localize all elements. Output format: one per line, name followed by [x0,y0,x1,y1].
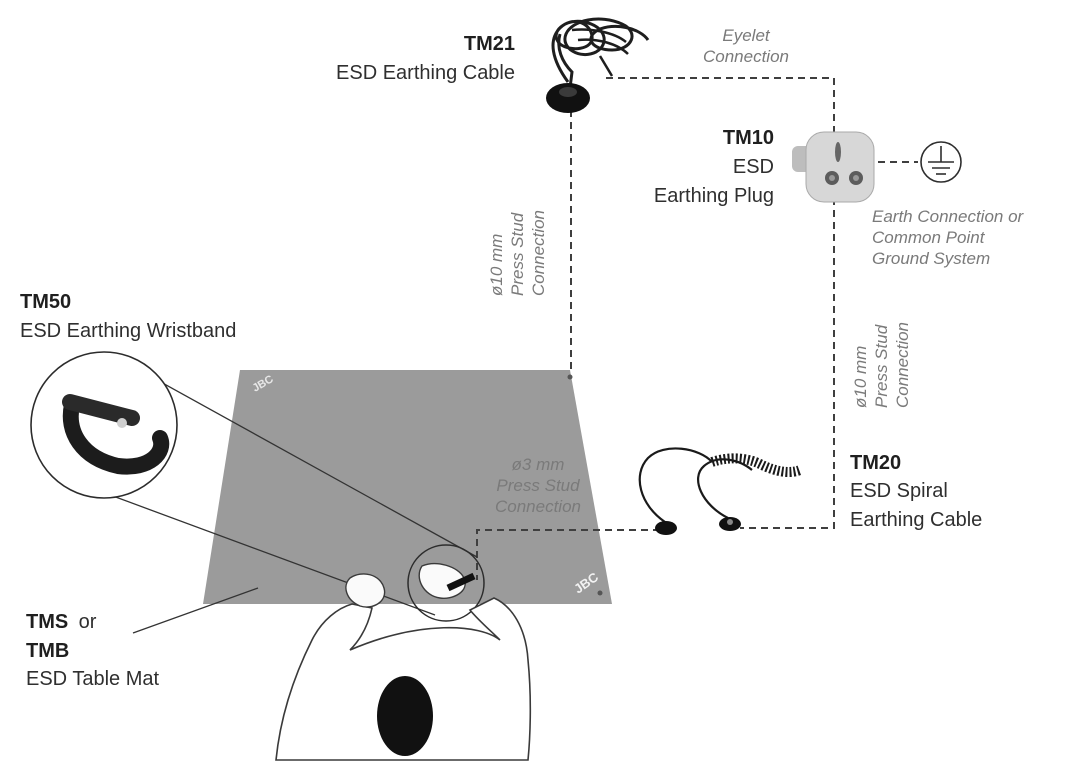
earth-connection-note: Earth Connection or Common Point Ground … [872,206,1023,269]
earth-note-line2: Common Point [872,228,985,247]
mat-or: or [78,611,97,633]
stud10-left-line1: ø10 mm [487,233,506,296]
table-mat [203,370,612,604]
tm10-code: TM10 [722,127,774,149]
wrist-magnifier [407,544,485,622]
tm21-code: TM21 [463,33,515,55]
tm10-plug-image [792,131,875,203]
stud10-right-line2: Press Stud [872,324,891,408]
tm20-spiral-cable-image [638,447,802,535]
mat-stud-bottom [597,590,603,596]
stud10-left-line3: Connection [529,209,548,296]
stud3-note: ø3 mm Press Stud Connection [476,454,600,517]
tm50-name: ESD Earthing Wristband [20,320,237,342]
tm20-code: TM20 [850,452,902,474]
tm10-name-line2: Earthing Plug [653,185,774,207]
stud3-line1: ø3 mm [511,455,565,474]
eyelet-note: Eyelet Connection [690,25,802,67]
tm20-name-line2: Earthing Cable [850,509,983,531]
mat-code-tms: TMS [26,611,69,633]
tm10-name-line1: ESD [732,156,774,178]
stud3-line2: Press Stud [496,476,580,495]
stud3-line3: Connection [494,497,581,516]
mat-stud-top [567,374,573,380]
eyelet-note-line1: Eyelet [722,26,770,45]
mat-pointer-line [132,587,259,634]
stud10-right-line1: ø10 mm [851,345,870,408]
tm21-cable-image [546,17,650,113]
magnifier-line-top [129,364,478,558]
ground-icon [920,141,962,183]
earth-note-line1: Earth Connection or [872,207,1024,226]
wristband-magnifier [30,351,178,499]
earth-note-line3: Ground System [872,249,991,268]
tm21-name: ESD Earthing Cable [336,62,515,84]
stud10-left-line2: Press Stud [508,212,527,296]
tm50-code: TM50 [20,291,72,313]
mat-codes-line: TMS or [26,609,96,635]
stud10-right-note: ø10 mm Press Stud Connection [850,322,913,408]
stud10-right-line3: Connection [893,321,912,408]
tm50-wristband-image [62,394,170,475]
connection-lines [476,77,918,580]
mat-name: ESD Table Mat [26,668,160,690]
stud10-left-note: ø10 mm Press Stud Connection [486,210,549,296]
tm20-name-line1: ESD Spiral [850,480,948,502]
operator-figure [275,562,532,761]
mat-code-tmb: TMB [26,640,70,662]
eyelet-note-line2: Connection [702,47,789,66]
